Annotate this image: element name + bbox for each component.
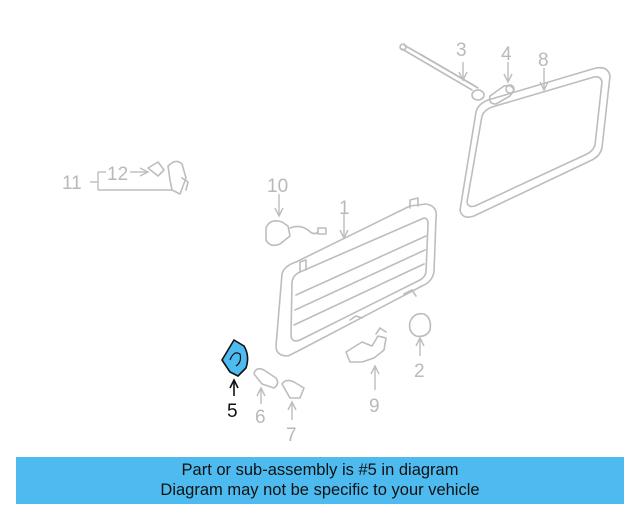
label-3: 3	[456, 40, 467, 61]
label-10: 10	[267, 176, 288, 197]
label-7: 7	[286, 425, 297, 446]
label-11: 11	[62, 173, 82, 194]
part-4-stop	[488, 84, 515, 105]
label-2: 2	[414, 361, 425, 382]
part-2-cap	[408, 312, 432, 356]
label-6: 6	[255, 407, 266, 428]
leader-3-arrow	[458, 71, 468, 82]
info-banner: Part or sub-assembly is #5 in diagram Di…	[16, 457, 624, 504]
part-7-clip	[281, 379, 305, 420]
label-12: 12	[107, 164, 128, 185]
part-8-rear-glass	[459, 66, 611, 218]
leader-8-arrow	[539, 81, 549, 92]
leader-4-arrow	[503, 73, 513, 84]
label-1: 1	[339, 198, 350, 219]
label-5: 5	[227, 401, 238, 422]
part-10-latch	[265, 194, 327, 247]
part-6-bumper	[253, 367, 279, 404]
part-3-gas-strut	[399, 43, 485, 101]
banner-line-disclaimer: Diagram may not be specific to your vehi…	[160, 481, 480, 499]
label-9: 9	[369, 396, 380, 417]
part-9-hinge	[345, 327, 387, 390]
label-8: 8	[538, 50, 549, 71]
part-5-highlighted	[221, 339, 249, 396]
part-1-liftgate-panel	[275, 197, 438, 357]
label-4: 4	[501, 44, 512, 65]
part-11-12-bracket	[90, 160, 189, 195]
banner-line-part: Part or sub-assembly is #5 in diagram	[181, 461, 459, 479]
